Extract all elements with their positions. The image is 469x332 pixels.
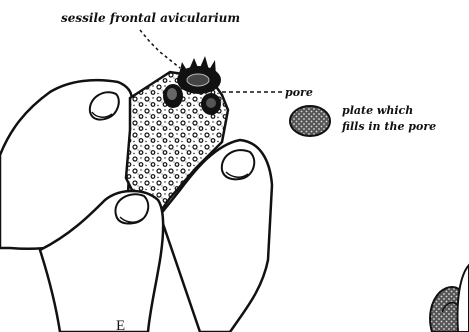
figure-letter: E xyxy=(116,318,125,332)
pore-left xyxy=(163,84,183,108)
avicularium xyxy=(177,56,221,94)
label-pore: pore xyxy=(285,86,313,99)
zooid-fragment-bottom-right xyxy=(430,265,469,332)
zooid-middle-orifice xyxy=(115,194,148,223)
plate-icon xyxy=(290,106,330,136)
label-plate-line1: plate which xyxy=(342,104,413,117)
zooid-right-orifice xyxy=(222,150,254,179)
label-avicularium: sessile frontal avicularium xyxy=(61,11,240,25)
label-plate-line2: fills in the pore xyxy=(341,120,436,133)
leader-avicularium xyxy=(140,30,180,68)
pore-right xyxy=(201,93,221,115)
